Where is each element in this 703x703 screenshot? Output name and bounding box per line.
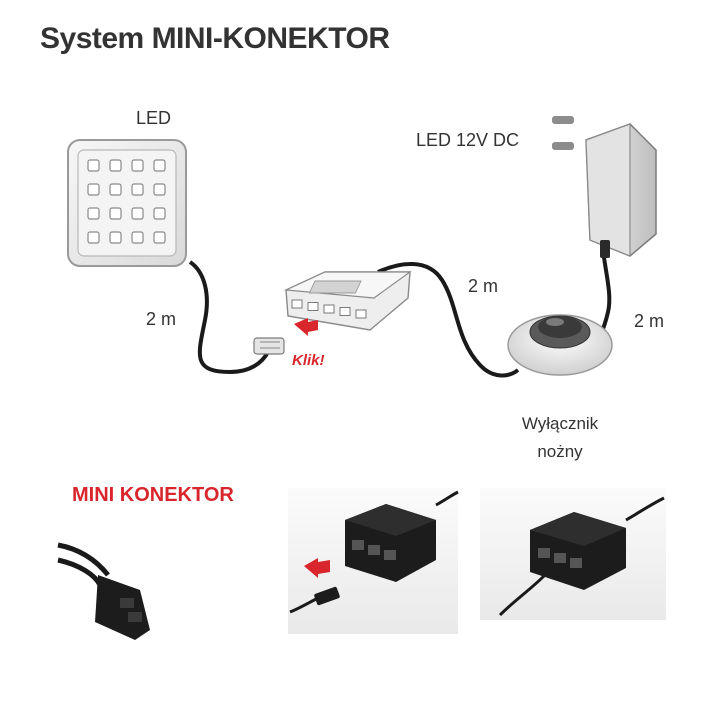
led-diode xyxy=(109,183,122,196)
mini-plug xyxy=(253,337,285,355)
led-diode xyxy=(87,183,100,196)
led-diode xyxy=(153,207,166,220)
power-supply-label: LED 12V DC xyxy=(416,130,520,150)
led-diode xyxy=(109,159,122,172)
led-diode xyxy=(87,159,100,172)
foot-switch-label-line1: Wyłącznik xyxy=(521,414,599,433)
cable-length-psu: 2 m xyxy=(634,311,665,331)
click-label: Klik! xyxy=(292,352,325,369)
led-diode xyxy=(153,183,166,196)
hub-port xyxy=(355,309,367,319)
photo-hub-insert xyxy=(288,488,459,634)
cable-led xyxy=(188,260,270,375)
led-label: LED xyxy=(136,108,172,128)
led-diode xyxy=(131,207,144,220)
cable-length-hub: 2 m xyxy=(468,276,499,296)
photo-connector-closeup xyxy=(57,542,150,640)
led-diode xyxy=(153,159,166,172)
hub-port xyxy=(323,304,335,314)
mini-konektor-label: MINI KONEKTOR xyxy=(72,484,234,506)
foot-switch xyxy=(507,314,613,376)
led-diode xyxy=(131,183,144,196)
hub-port xyxy=(307,302,319,311)
led-diode xyxy=(131,231,144,244)
insert-arrow xyxy=(294,318,318,336)
cable-length-led: 2 m xyxy=(146,309,177,329)
page-title: System MINI-KONEKTOR xyxy=(40,22,390,55)
led-diode xyxy=(109,231,122,244)
led-diode xyxy=(109,207,122,220)
power-supply xyxy=(552,116,657,258)
foot-switch-label-line2: nożny xyxy=(537,442,583,461)
led-diode xyxy=(87,207,100,220)
led-diode xyxy=(131,159,144,172)
cable-hub-to-switch xyxy=(377,261,520,378)
hub-port xyxy=(291,299,303,309)
led-diode xyxy=(153,231,166,244)
distributor-box xyxy=(283,271,412,331)
photo-hub-connected xyxy=(480,488,666,620)
led-diode xyxy=(87,231,100,244)
led-panel xyxy=(67,139,187,267)
foot-switch-label: Wyłącznik nożny xyxy=(500,410,620,466)
hub-port xyxy=(339,307,351,316)
